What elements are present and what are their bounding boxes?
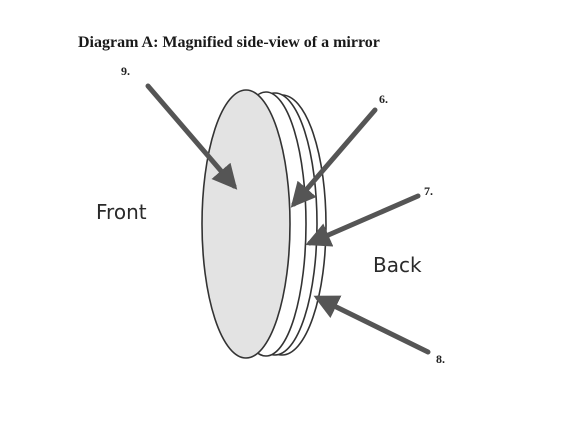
callout-9-label: 9.	[121, 64, 130, 78]
diagram-title: Diagram A: Magnified side-view of a mirr…	[78, 34, 380, 51]
mirror-front-face	[201, 89, 291, 359]
callout-8-label: 8.	[436, 352, 445, 366]
arrow-8	[313, 295, 431, 355]
back-label: Back	[373, 253, 422, 277]
callout-6-label: 6.	[379, 92, 388, 106]
arrow-7	[305, 193, 421, 247]
arrow-9	[145, 83, 238, 190]
callout-7-label: 7.	[424, 184, 433, 198]
arrow-6	[290, 107, 378, 208]
front-label: Front	[96, 200, 147, 224]
callout-arrows	[145, 83, 431, 355]
